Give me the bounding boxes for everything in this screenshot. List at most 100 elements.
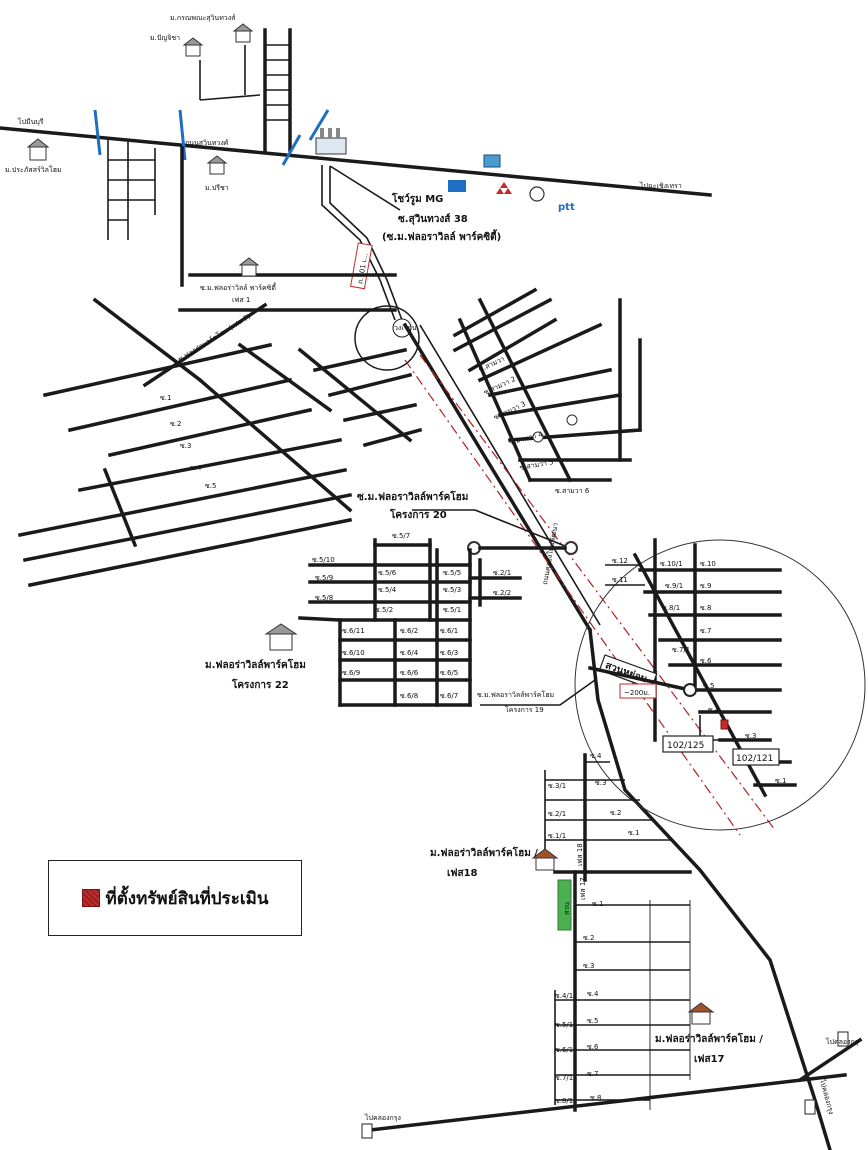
canal [93,109,102,156]
property-marker [720,719,729,730]
svg-text:ซ.8: ซ.8 [700,604,711,612]
svg-text:ซ.5/1: ซ.5/1 [443,606,461,614]
svg-text:ซ.5/8: ซ.5/8 [315,594,333,602]
svg-text:ซ.6/5: ซ.6/5 [440,669,458,677]
railway-line [404,359,741,836]
phase18-name-label: ม.ฟลอร่าวิลล์พาร์คโฮม / [430,846,538,859]
svg-text:ซ.6/1: ซ.6/1 [440,627,458,635]
soi38-label: ซ.สุวินทวงส์ 38 [398,213,468,225]
phase17-road-label: เฟส 17 [579,877,587,900]
svg-text:ซ.4.: ซ.4. [708,706,722,714]
svg-text:ซ.6/3: ซ.6/3 [440,649,458,657]
property-legend-swatch [81,889,100,907]
park-label: สวน [563,902,571,915]
svg-text:ซ.9/1: ซ.9/1 [665,582,683,590]
svg-text:ซ.7/1: ซ.7/1 [555,1074,573,1082]
proj19-label: โครงการ 19 [505,705,544,714]
svg-text:ซ.5/9: ซ.5/9 [315,574,333,582]
svg-text:ซ.3: ซ.3 [595,779,606,787]
svg-text:ซ.5/6: ซ.5/6 [378,569,397,577]
svg-text:ซ.5: ซ.5 [703,682,714,690]
showroom-icon [448,180,466,192]
svg-text:ซ.5/10: ซ.5/10 [312,556,335,564]
proj22-name-label: ม.ฟลอร่าวิลล์พาร์คโฮม [205,658,306,671]
svg-text:ซ.9: ซ.9 [700,582,711,590]
proj22-label: โครงการ 22 [231,678,289,691]
proj20-label: โครงการ 20 [389,508,447,521]
main-road-label: ถนนสุวินทวงศ์ [185,139,229,147]
detail-circle [574,539,866,831]
phase7-soi [142,302,268,388]
svg-text:ซ.8/1: ซ.8/1 [555,1097,573,1105]
svg-text:ซ.6: ซ.6 [587,1043,599,1051]
to-khlong-krung-bottom-label: ไปคลองกรุง [364,1113,401,1122]
village-top1-label: ม.กรณพณะสุวินทวงส์ [170,14,236,22]
park-area [557,879,572,931]
ptt-label: ptt [558,202,575,213]
svg-text:ซ.สามวา 6: ซ.สามวา 6 [555,487,590,495]
house-icon [238,257,260,277]
bank-icon [483,154,501,168]
legend-box: ที่ตั้งทรัพย์สินที่ประเมิน [48,860,302,936]
svg-text:ซ.2/1: ซ.2/1 [493,569,511,577]
proj19-soi-label: ซ.ม.ฟลอราวิลล์พาร์คโฮม [477,690,554,699]
svg-text:ซ.5: ซ.5 [587,1017,598,1025]
flora-park-city-label: ซ.ม.ฟลอร่าวิลล์ พาร์คซิตี้ [200,281,277,292]
svg-text:ซ.สามวา 4: ซ.สามวา 4 [508,430,544,447]
to-chachoengsao-label: ไปฉะเชิงเทรา [639,181,682,190]
village-pricha-label: ม.ปรีชา [205,184,229,192]
to-minburi-label: ไปมีนบุรี [17,117,44,126]
svg-text:ซ.8/1: ซ.8/1 [662,604,680,612]
svg-text:ซ.4: ซ.4 [587,990,599,998]
svg-text:ซ.10: ซ.10 [700,560,716,568]
main-highway [0,126,712,197]
canal [308,109,330,141]
svg-text:ซ.5: ซ.5 [205,482,216,490]
house-icon [206,155,228,175]
svg-text:ซ.8: ซ.8 [590,1094,601,1102]
svg-text:ซ.2: ซ.2 [583,934,594,942]
svg-text:ซ.4: ซ.4 [590,752,602,760]
svg-text:ซ.3/1: ซ.3/1 [548,782,566,790]
village-left-label: ม.ประภัสสร์วิลโฮม [5,165,62,174]
village-top2-label: ม.ปัญจิชา [150,34,180,42]
railway-line [419,354,776,831]
factory-icon [315,128,347,155]
plot-102-121-label: 102/121 [736,754,773,764]
svg-text:ซ.3: ซ.3 [583,962,594,970]
svg-text:ซ.6/9: ซ.6/9 [342,669,360,677]
bottom-road [368,1073,847,1132]
soi-38-road [321,165,396,321]
svg-text:ซ.5/5: ซ.5/5 [443,569,461,577]
svg-text:ซ.4: ซ.4 [190,464,202,472]
roundabout [354,305,420,371]
svg-text:ซ.6/2: ซ.6/2 [400,627,418,635]
svg-text:ซ.2: ซ.2 [610,809,621,817]
proj20-soi-label: ซ.ม.ฟลอราวิลล์พาร์คโฮม [357,490,468,503]
svg-text:ซ.12: ซ.12 [612,557,628,565]
to-khlong-krung-right-label: ไปคลองกรุ [825,1037,859,1046]
svg-text:ซ.5/1: ซ.5/1 [555,1021,573,1029]
svg-text:ซ.6/8: ซ.6/8 [400,692,418,700]
svg-text:ซ.5/7: ซ.5/7 [392,532,410,540]
svg-text:ซ.7: ซ.7 [587,1070,598,1078]
plot-102-125-label: 102/125 [667,741,704,751]
svg-text:ซ.3: ซ.3 [180,442,191,450]
svg-text:ซ.2/1: ซ.2/1 [548,810,566,818]
direction-marker [361,1123,373,1139]
svg-text:ซ.5/4: ซ.5/4 [378,586,397,594]
phase18-road-label: เฟส 18 [576,843,584,866]
svg-text:ซ.1: ซ.1 [592,900,603,908]
svg-text:ซ.6/4: ซ.6/4 [400,649,419,657]
svg-text:ซ.2: ซ.2 [170,420,181,428]
svg-text:ซ.2/2: ซ.2/2 [493,589,511,597]
house-icon [182,37,204,57]
soi38-sub-label: (ซ.ม.ฟลอราวิลล์ พาร์คซิตี้) [382,229,501,243]
svg-text:ซ.10/1: ซ.10/1 [660,560,683,568]
svg-text:ซ.6/11: ซ.6/11 [342,627,365,635]
canal [281,134,302,166]
svg-text:ซ.1: ซ.1 [160,394,171,402]
svg-text:ซ.4/1: ซ.4/1 [555,992,573,1000]
svg-text:ซ.1/1: ซ.1/1 [548,832,566,840]
